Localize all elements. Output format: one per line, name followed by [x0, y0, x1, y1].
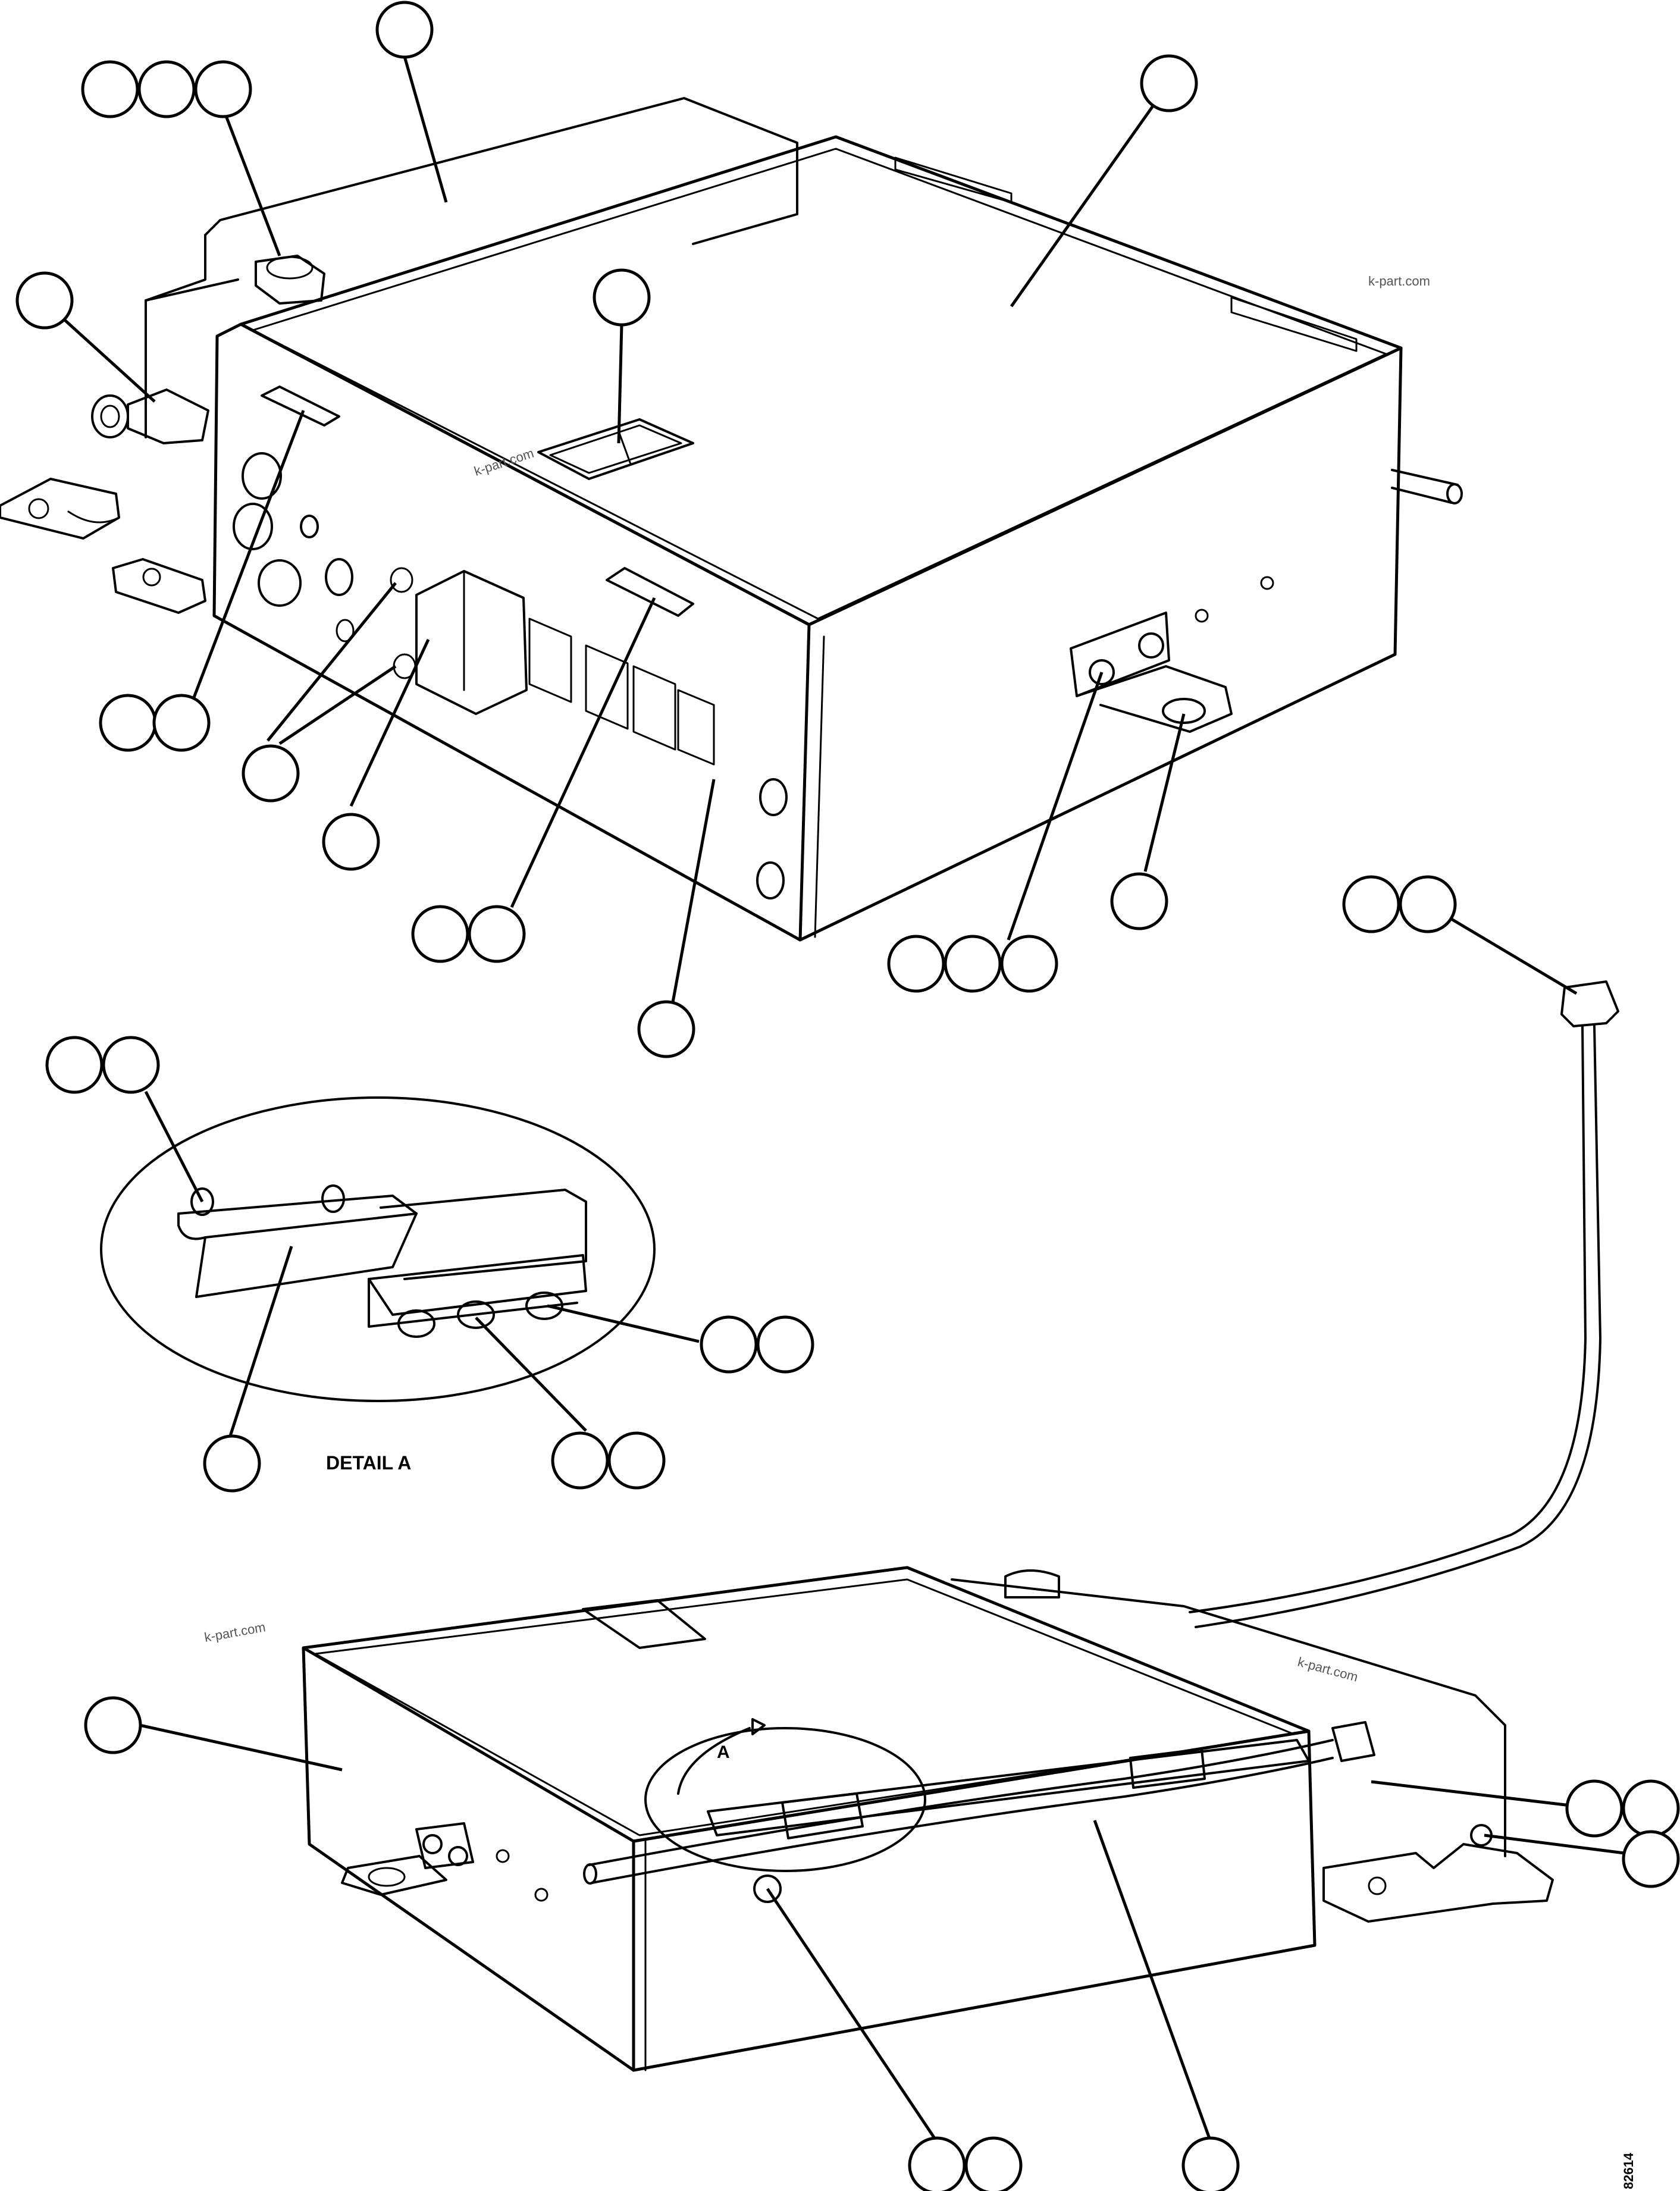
callout-balloon[interactable]: [1181, 2136, 1240, 2191]
upper-assembly: [0, 97, 1463, 942]
leader-lines: [58, 56, 1625, 2170]
figure-number: 82614: [1621, 2152, 1636, 2189]
callout-balloon[interactable]: [194, 60, 252, 118]
callout-balloon[interactable]: [551, 1431, 609, 1490]
callout-balloon[interactable]: [1622, 1830, 1680, 1888]
callout-balloon[interactable]: [1342, 875, 1400, 933]
callout-balloon[interactable]: [756, 1315, 814, 1374]
watermark: k-part.com: [1368, 274, 1430, 289]
callout-balloon[interactable]: [242, 744, 300, 803]
detail-a: DETAIL A: [100, 1096, 656, 1474]
callout-balloon[interactable]: [137, 60, 196, 118]
callout-balloon[interactable]: [887, 935, 945, 993]
callout-balloon[interactable]: [45, 1036, 104, 1094]
callout-balloon[interactable]: [375, 1, 434, 59]
callout-balloon[interactable]: [411, 905, 469, 963]
callout-balloon[interactable]: [637, 1000, 695, 1058]
watermark: k-part.com: [1296, 1654, 1360, 1685]
detail-caption: DETAIL A: [326, 1452, 411, 1474]
callout-balloon[interactable]: [1399, 875, 1457, 933]
callout-balloon[interactable]: [700, 1315, 758, 1374]
lower-assembly: A: [302, 980, 1619, 2072]
callout-balloon[interactable]: [964, 2136, 1023, 2191]
callout-balloon[interactable]: [99, 694, 157, 752]
callout-balloons: [15, 1, 1680, 2191]
callout-balloon[interactable]: [322, 813, 380, 871]
callout-balloon[interactable]: [944, 935, 1002, 993]
watermark: k-part.com: [203, 1619, 267, 1645]
callout-balloon[interactable]: [152, 694, 211, 752]
detail-a-outline: [100, 1096, 656, 1402]
callout-balloon[interactable]: [1140, 54, 1198, 112]
detail-a-ref: [644, 1727, 926, 1872]
callout-balloon[interactable]: [203, 1434, 261, 1493]
callout-balloon[interactable]: [1000, 935, 1058, 993]
callout-balloon[interactable]: [1565, 1779, 1623, 1838]
callout-balloon[interactable]: [84, 1696, 142, 1754]
callout-balloon[interactable]: [15, 271, 74, 330]
callout-balloon[interactable]: [102, 1036, 160, 1094]
callout-balloon[interactable]: [607, 1431, 666, 1490]
callout-balloon[interactable]: [81, 60, 139, 118]
callout-balloon[interactable]: [908, 2136, 966, 2191]
callout-balloon[interactable]: [593, 268, 651, 327]
callout-balloon[interactable]: [1110, 872, 1168, 930]
callout-balloon[interactable]: [468, 905, 526, 963]
callout-balloon[interactable]: [1622, 1779, 1680, 1838]
detail-marker: A: [717, 1742, 730, 1762]
